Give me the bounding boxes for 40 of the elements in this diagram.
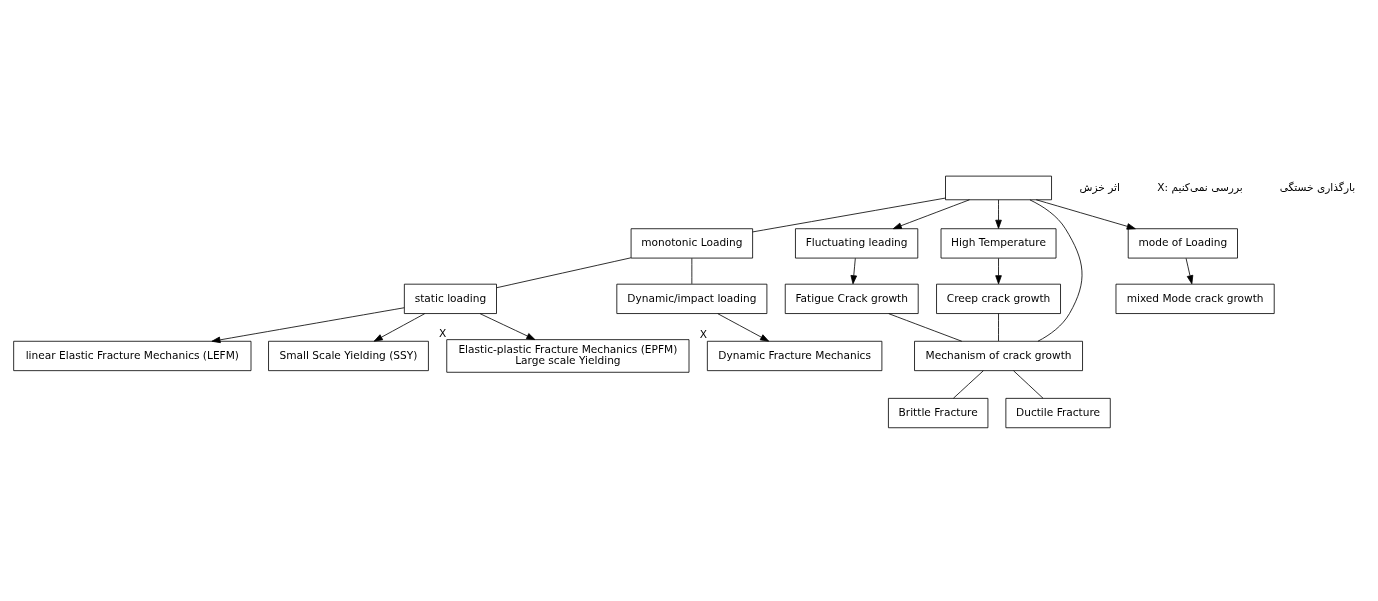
node-box: Dynamic Fracture Mechanics	[706, 340, 883, 372]
label: X: بررسی نمی‌کنیم	[1157, 180, 1243, 193]
connector	[752, 197, 946, 233]
node-box: mode of Loading	[1127, 228, 1238, 259]
node-label: X	[439, 326, 447, 339]
arrow	[211, 307, 405, 344]
node-box: Small Scale Yielding (SSY)	[268, 340, 429, 372]
node-box: Creep crack growth	[936, 283, 1061, 314]
node-box: Ductile Fracture	[1005, 397, 1111, 429]
node-box: linear Elastic Fracture Mechanics (LEFM)	[13, 340, 252, 372]
connector	[953, 370, 984, 399]
connector	[1013, 370, 1044, 399]
node-box: Elastic-plastic Fracture Mechanics (EPFM) Large scale Yielding	[446, 339, 690, 373]
node-box	[945, 175, 1052, 201]
label: بارگذاری خستگی	[1279, 180, 1356, 193]
node-box: Mechanism of crack growth	[914, 340, 1083, 372]
arrow	[479, 313, 536, 340]
node-box: monotonic Loading	[630, 228, 754, 259]
connector	[888, 313, 963, 342]
node-box: Brittle Fracture	[888, 397, 989, 429]
node-box: Dynamic/impact loading	[616, 283, 768, 314]
connector	[998, 313, 999, 342]
arrow	[373, 313, 426, 342]
arrow	[717, 313, 770, 342]
arrow	[1185, 257, 1194, 285]
arrow	[995, 199, 1002, 229]
node-box: High Temperature	[940, 228, 1057, 259]
node-box: static loading	[403, 283, 497, 314]
node-box: mixed Mode crack growth	[1115, 283, 1275, 314]
connector	[1029, 199, 1083, 342]
arrow	[995, 257, 1002, 285]
arrow	[1035, 199, 1136, 230]
connector	[691, 257, 693, 285]
label: اثر خزش	[1079, 180, 1120, 193]
arrow	[850, 257, 857, 285]
node-label: X	[699, 328, 707, 341]
node-box: Fatigue Crack growth	[784, 283, 919, 314]
node-box: Fluctuating leading	[795, 228, 919, 259]
connector	[496, 257, 632, 289]
arrow	[892, 199, 970, 230]
